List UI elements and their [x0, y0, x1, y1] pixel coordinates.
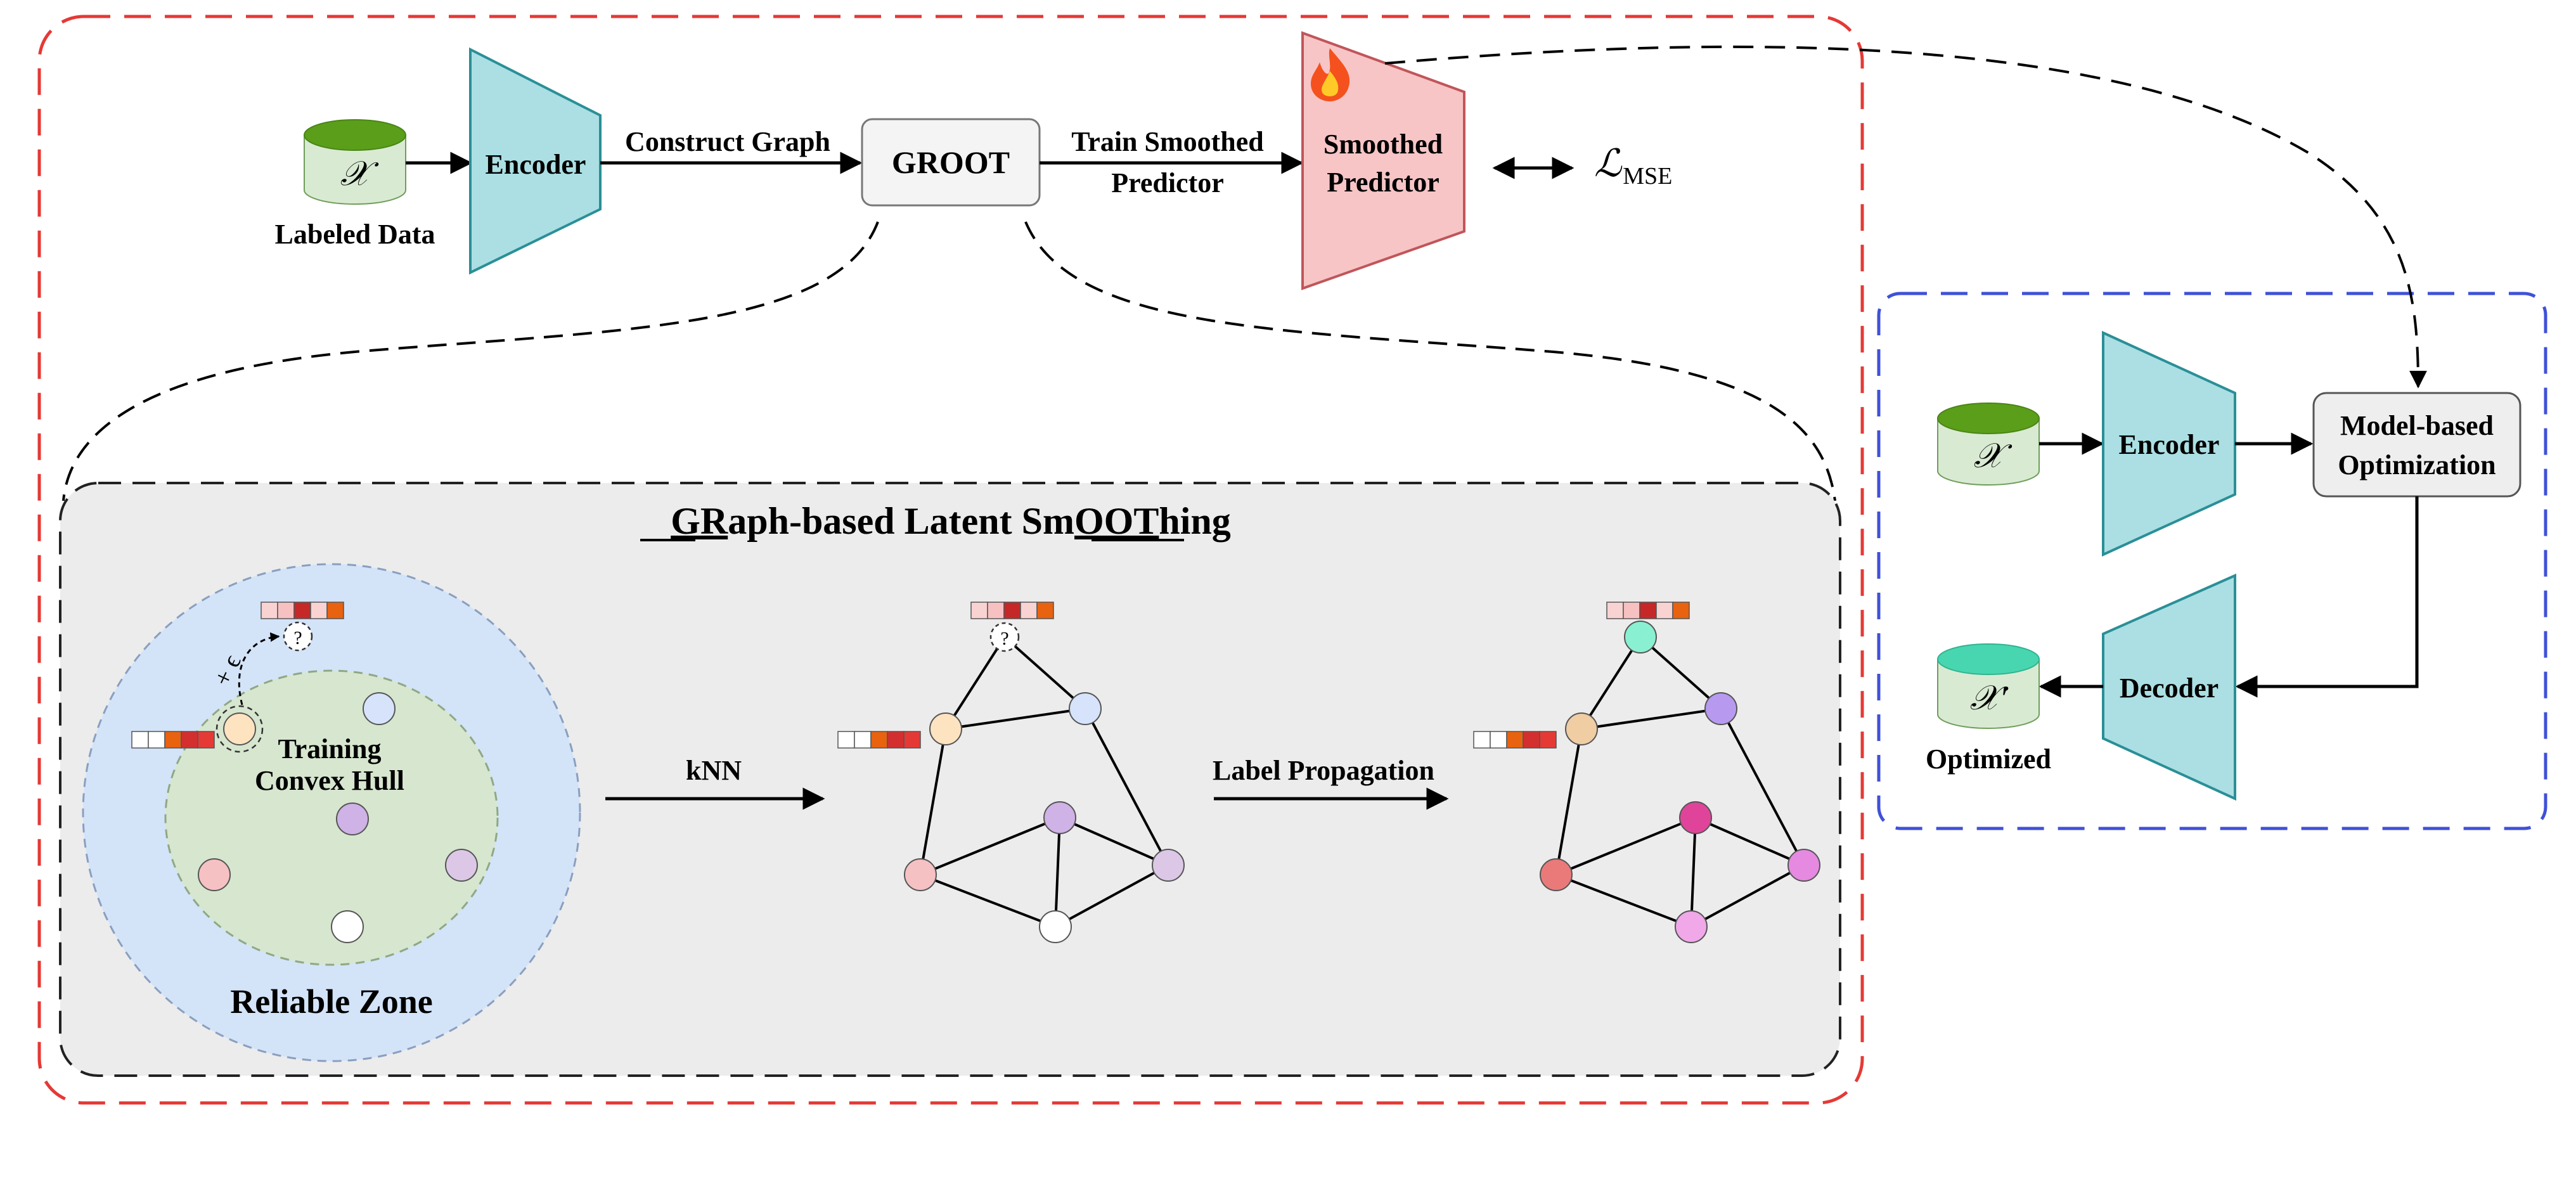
optimized-label: Optimized — [1926, 744, 2051, 775]
prop-node-orchid — [1787, 849, 1820, 882]
hull-label-line1: Training — [278, 733, 381, 764]
perturbation-arrow — [238, 632, 280, 705]
smoothed-predictor-block — [1301, 31, 1465, 290]
groot-brace-left — [62, 221, 879, 501]
knn-query-node — [989, 622, 1020, 652]
knn-node-peach — [929, 712, 962, 745]
embedding-strip-query-zone — [261, 602, 344, 619]
fire-icon — [1311, 48, 1350, 101]
embedding-strip-tan-prop — [1473, 731, 1557, 749]
labeled-data-label: Labeled Data — [275, 219, 435, 250]
loss-symbol: ℒMSE — [1594, 143, 1672, 190]
reliable-zone-label: Reliable Zone — [230, 982, 433, 1021]
query-node — [283, 621, 313, 652]
panel-title-oot: OOT — [1074, 500, 1159, 542]
panel-title-end: hing — [1159, 500, 1230, 542]
panel-title-gr: GR — [671, 500, 728, 542]
prop-node-magenta — [1679, 801, 1712, 834]
output-data-cylinder: 𝒳′ — [1937, 643, 2040, 729]
decoder-block — [2102, 573, 2236, 801]
embedding-strip-query-prop — [1606, 602, 1690, 619]
hull-label-line2: Convex Hull — [255, 765, 404, 796]
knn-node-white — [1039, 910, 1072, 943]
panel-title: GRaph-based Latent SmOOThing — [671, 500, 1231, 542]
train-label-line2: Predictor — [1111, 167, 1224, 198]
label-propagation-label: Label Propagation — [1213, 755, 1434, 786]
output-data-symbol: 𝒳′ — [1970, 679, 2009, 717]
zone-node-blue — [363, 692, 396, 725]
query-mark: ? — [293, 628, 302, 648]
knn-query-mark: ? — [1000, 628, 1008, 649]
prop-node-violet — [1704, 692, 1737, 725]
opt-box-line1: Model-based — [2340, 410, 2494, 441]
embedding-strip-peach-knn — [837, 731, 921, 749]
opt-encoder-block — [2102, 330, 2236, 557]
groot-label: GROOT — [892, 145, 1010, 180]
groot-brace-right — [1024, 221, 1836, 501]
embedding-strip-peach-zone — [131, 731, 215, 749]
zone-node-white — [331, 910, 364, 943]
construct-graph-label: Construct Graph — [625, 126, 830, 157]
outer-red-frame — [37, 15, 1864, 1105]
knn-node-blue — [1069, 692, 1102, 725]
model-based-optimization-box — [2312, 392, 2521, 498]
encoder-block — [469, 47, 602, 275]
input-data-cylinder: 𝒳 — [1937, 403, 2040, 486]
prop-node-tan — [1565, 712, 1598, 745]
zone-node-peach-halo — [216, 705, 264, 753]
zone-node-lilac — [445, 849, 478, 882]
knn-label: kNN — [686, 755, 742, 786]
encoder-label: Encoder — [486, 149, 586, 180]
zone-node-pink — [198, 858, 231, 891]
optimization-frame — [1877, 292, 2547, 830]
zone-node-purple — [336, 802, 369, 835]
predictor-label-line2: Predictor — [1327, 167, 1439, 198]
panel-title-mid: aph-based Latent Sm — [728, 500, 1074, 542]
prop-node-mint — [1624, 621, 1657, 654]
predictor-to-optimization-curve — [1384, 45, 2427, 389]
loss-subscript: MSE — [1623, 163, 1672, 190]
knn-node-purple — [1043, 801, 1076, 834]
opt-encoder-label: Encoder — [2119, 429, 2220, 460]
arrow-optimizer-to-decoder — [2235, 496, 2419, 698]
knn-node-lilac — [1152, 849, 1185, 882]
propagated-graph-edges — [1555, 636, 1805, 928]
opt-box-line2: Optimization — [2338, 449, 2496, 480]
labeled-data-cylinder: 𝒳 — [304, 119, 406, 205]
prop-node-pink — [1675, 910, 1708, 943]
knn-node-pink — [904, 858, 937, 891]
train-label-line1: Train Smoothed — [1071, 126, 1264, 157]
decoder-label: Decoder — [2120, 673, 2219, 704]
zone-node-peach — [223, 712, 256, 745]
predictor-label-line1: Smoothed — [1323, 129, 1443, 160]
prop-node-red — [1540, 858, 1573, 891]
knn-graph-edges — [919, 636, 1169, 928]
embedding-strip-query-knn — [970, 602, 1054, 619]
training-convex-hull — [164, 669, 499, 966]
